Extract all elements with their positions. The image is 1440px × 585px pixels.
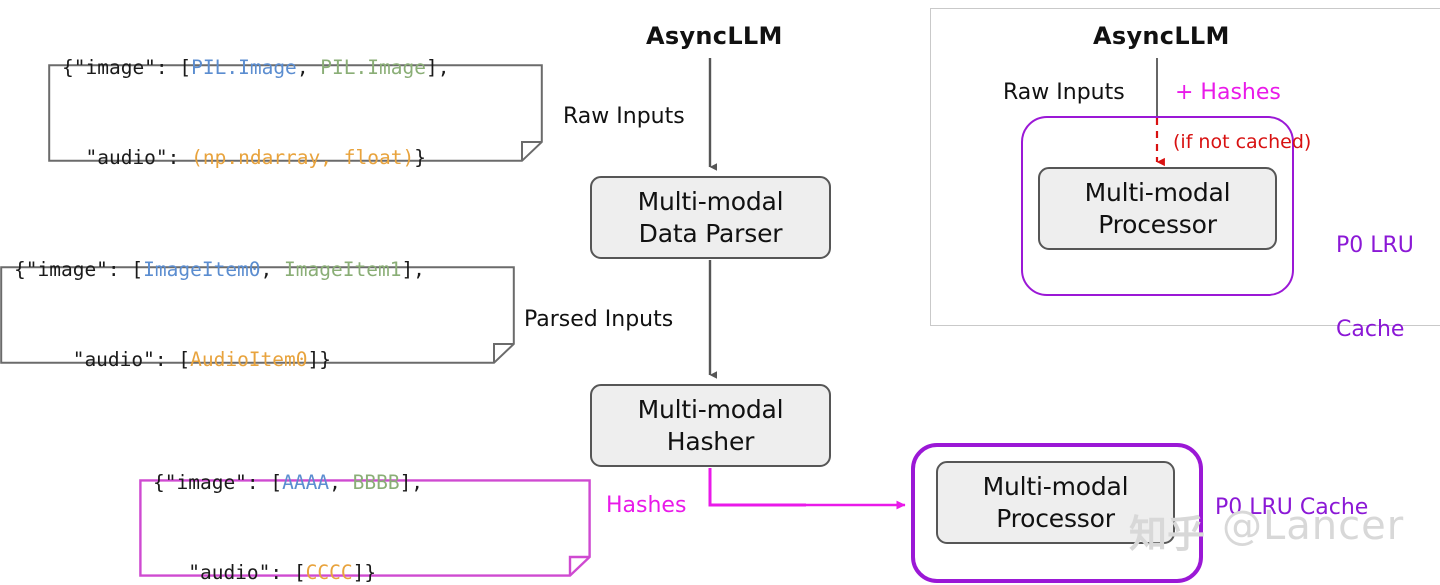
edge-label-plus-hashes: + Hashes xyxy=(1175,80,1281,105)
code-token: } xyxy=(414,146,426,169)
code-token: ImageItem1 xyxy=(284,258,402,281)
code-token: CCCC xyxy=(305,561,353,584)
watermark-zhihu-logo: 知乎 xyxy=(1129,512,1206,556)
note-raw-line-2: "audio": (np.ndarray, float)} xyxy=(62,143,529,173)
code-token: PIL.Image xyxy=(191,56,297,79)
note-parsed-line-2: "audio": [AudioItem0]} xyxy=(14,345,501,375)
code-token: , xyxy=(260,258,285,281)
code-token: "audio": [ xyxy=(14,348,191,371)
edge-label-raw-inputs-center: Raw Inputs xyxy=(563,104,685,129)
code-token: (np.ndarray, float) xyxy=(191,146,415,169)
note-hashes-text: {"image": [AAAA, BBBB], "audio": [CCCC]} xyxy=(139,408,591,585)
code-token: ImageItem0 xyxy=(143,258,261,281)
box-multimodal-data-parser[interactable]: Multi-modal Data Parser xyxy=(590,176,831,259)
cache-label-top-right-line-2: Cache xyxy=(1336,317,1405,342)
code-token: ]} xyxy=(307,348,331,371)
code-token: AudioItem0 xyxy=(190,348,308,371)
cache-label-top-right: P0 LRU Cache xyxy=(1336,176,1414,400)
note-parsed-inputs-shape xyxy=(0,266,515,364)
note-hashes-shape xyxy=(139,479,591,577)
code-token: ], xyxy=(399,471,424,494)
edge-label-raw-inputs-right: Raw Inputs xyxy=(1003,80,1125,105)
box-processor-bottom-line-1: Multi-modal xyxy=(982,471,1129,501)
note-hashes-line-2: "audio": [CCCC]} xyxy=(153,558,577,585)
code-token: ], xyxy=(425,56,450,79)
box-data-parser-line-1: Multi-modal xyxy=(637,186,784,216)
box-multimodal-hasher[interactable]: Multi-modal Hasher xyxy=(590,384,831,467)
note-raw-inputs-shape xyxy=(48,64,543,162)
box-multimodal-processor-bottom[interactable]: Multi-modal Processor xyxy=(936,461,1175,544)
code-token: {"image": [ xyxy=(153,471,283,494)
code-token: PIL.Image xyxy=(320,56,426,79)
code-token: {"image": [ xyxy=(62,56,192,79)
code-token: ]} xyxy=(352,561,377,584)
code-token: , xyxy=(296,56,321,79)
note-parsed-inputs: {"image": [ImageItem0, ImageItem1], "aud… xyxy=(0,258,515,371)
code-token: "audio": [ xyxy=(153,561,306,584)
code-token: , xyxy=(329,471,353,494)
edge-label-hashes: Hashes xyxy=(606,493,687,518)
cache-container-top-right xyxy=(1021,116,1294,296)
note-raw-line-1: {"image": [PIL.Image, PIL.Image], xyxy=(62,53,529,83)
box-multimodal-processor-right[interactable]: Multi-modal Processor xyxy=(1038,167,1277,250)
box-processor-right-line-2: Processor xyxy=(1098,209,1217,239)
watermark-handle: @Lancer xyxy=(1222,503,1405,549)
code-token: BBBB xyxy=(352,471,400,494)
right-panel-frame xyxy=(930,8,1440,326)
box-data-parser-line-2: Data Parser xyxy=(638,218,783,248)
note-parsed-line-1: {"image": [ImageItem0, ImageItem1], xyxy=(14,255,501,285)
box-processor-bottom-line-2: Processor xyxy=(996,503,1115,533)
title-asyncllm-center: AsyncLLM xyxy=(646,22,783,50)
note-hashes-line-1: {"image": [AAAA, BBBB], xyxy=(153,468,577,498)
title-asyncllm-right: AsyncLLM xyxy=(1093,22,1230,50)
note-raw-inputs-text: {"image": [PIL.Image, PIL.Image], "audio… xyxy=(48,0,543,233)
cache-container-bottom-right xyxy=(911,443,1203,583)
code-token: ], xyxy=(401,258,425,281)
code-token: "audio": xyxy=(62,146,192,169)
edge-label-if-not-cached: (if not cached) xyxy=(1173,131,1312,153)
cache-label-bottom-right: P0 LRU Cache xyxy=(1215,495,1369,520)
code-token: {"image": [ xyxy=(14,258,144,281)
box-hasher-line-1: Multi-modal xyxy=(637,394,784,424)
box-processor-right-line-1: Multi-modal xyxy=(1084,177,1231,207)
edge-label-parsed-inputs: Parsed Inputs xyxy=(524,307,674,332)
note-hashes: {"image": [AAAA, BBBB], "audio": [CCCC]} xyxy=(139,471,591,584)
note-parsed-inputs-text: {"image": [ImageItem0, ImageItem1], "aud… xyxy=(0,195,515,435)
wire-hasher-to-processor-stub xyxy=(708,468,806,507)
box-hasher-line-2: Hasher xyxy=(666,426,755,456)
cache-label-top-right-line-1: P0 LRU xyxy=(1336,233,1414,258)
code-token: AAAA xyxy=(282,471,330,494)
note-raw-inputs: {"image": [PIL.Image, PIL.Image], "audio… xyxy=(48,56,543,169)
